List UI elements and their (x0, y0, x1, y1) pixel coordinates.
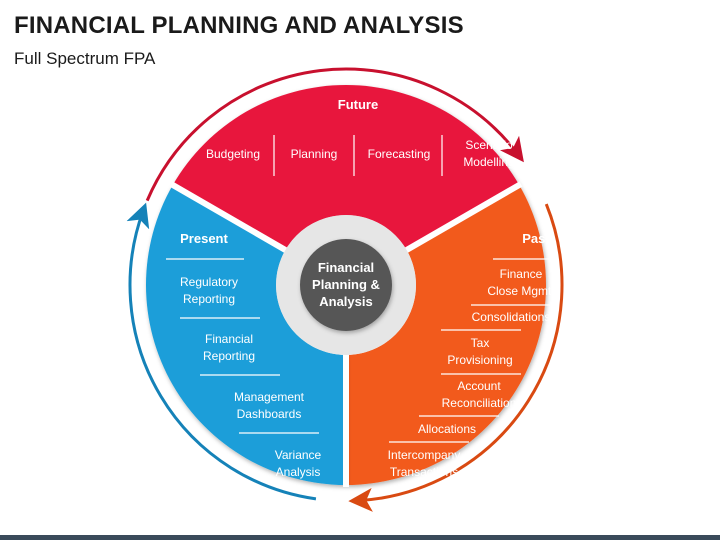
sector-past (346, 185, 546, 485)
past-item: Allocations (418, 422, 476, 436)
sector-separators (169, 181, 523, 487)
sector-separator (169, 181, 289, 254)
sector-future (172, 85, 520, 250)
future-item: Forecasting (368, 147, 431, 161)
sector-separator (403, 181, 523, 254)
cycle-arrow-past (348, 203, 564, 512)
past-item: Consolidations (472, 310, 551, 324)
page-subtitle: Full Spectrum FPA (14, 49, 156, 68)
bottom-bar (0, 535, 720, 540)
cycle-arrow-present (126, 202, 317, 501)
center-hub (300, 239, 392, 331)
sector-present (146, 185, 346, 485)
future-item: Budgeting (206, 147, 260, 161)
present-title: Present (180, 231, 228, 246)
future-item: Planning (291, 147, 338, 161)
future-title: Future (338, 97, 378, 112)
page-title: FINANCIAL PLANNING AND ANALYSIS (14, 12, 464, 39)
cycle-arrow-future (145, 67, 524, 202)
past-title: Past (522, 231, 550, 246)
